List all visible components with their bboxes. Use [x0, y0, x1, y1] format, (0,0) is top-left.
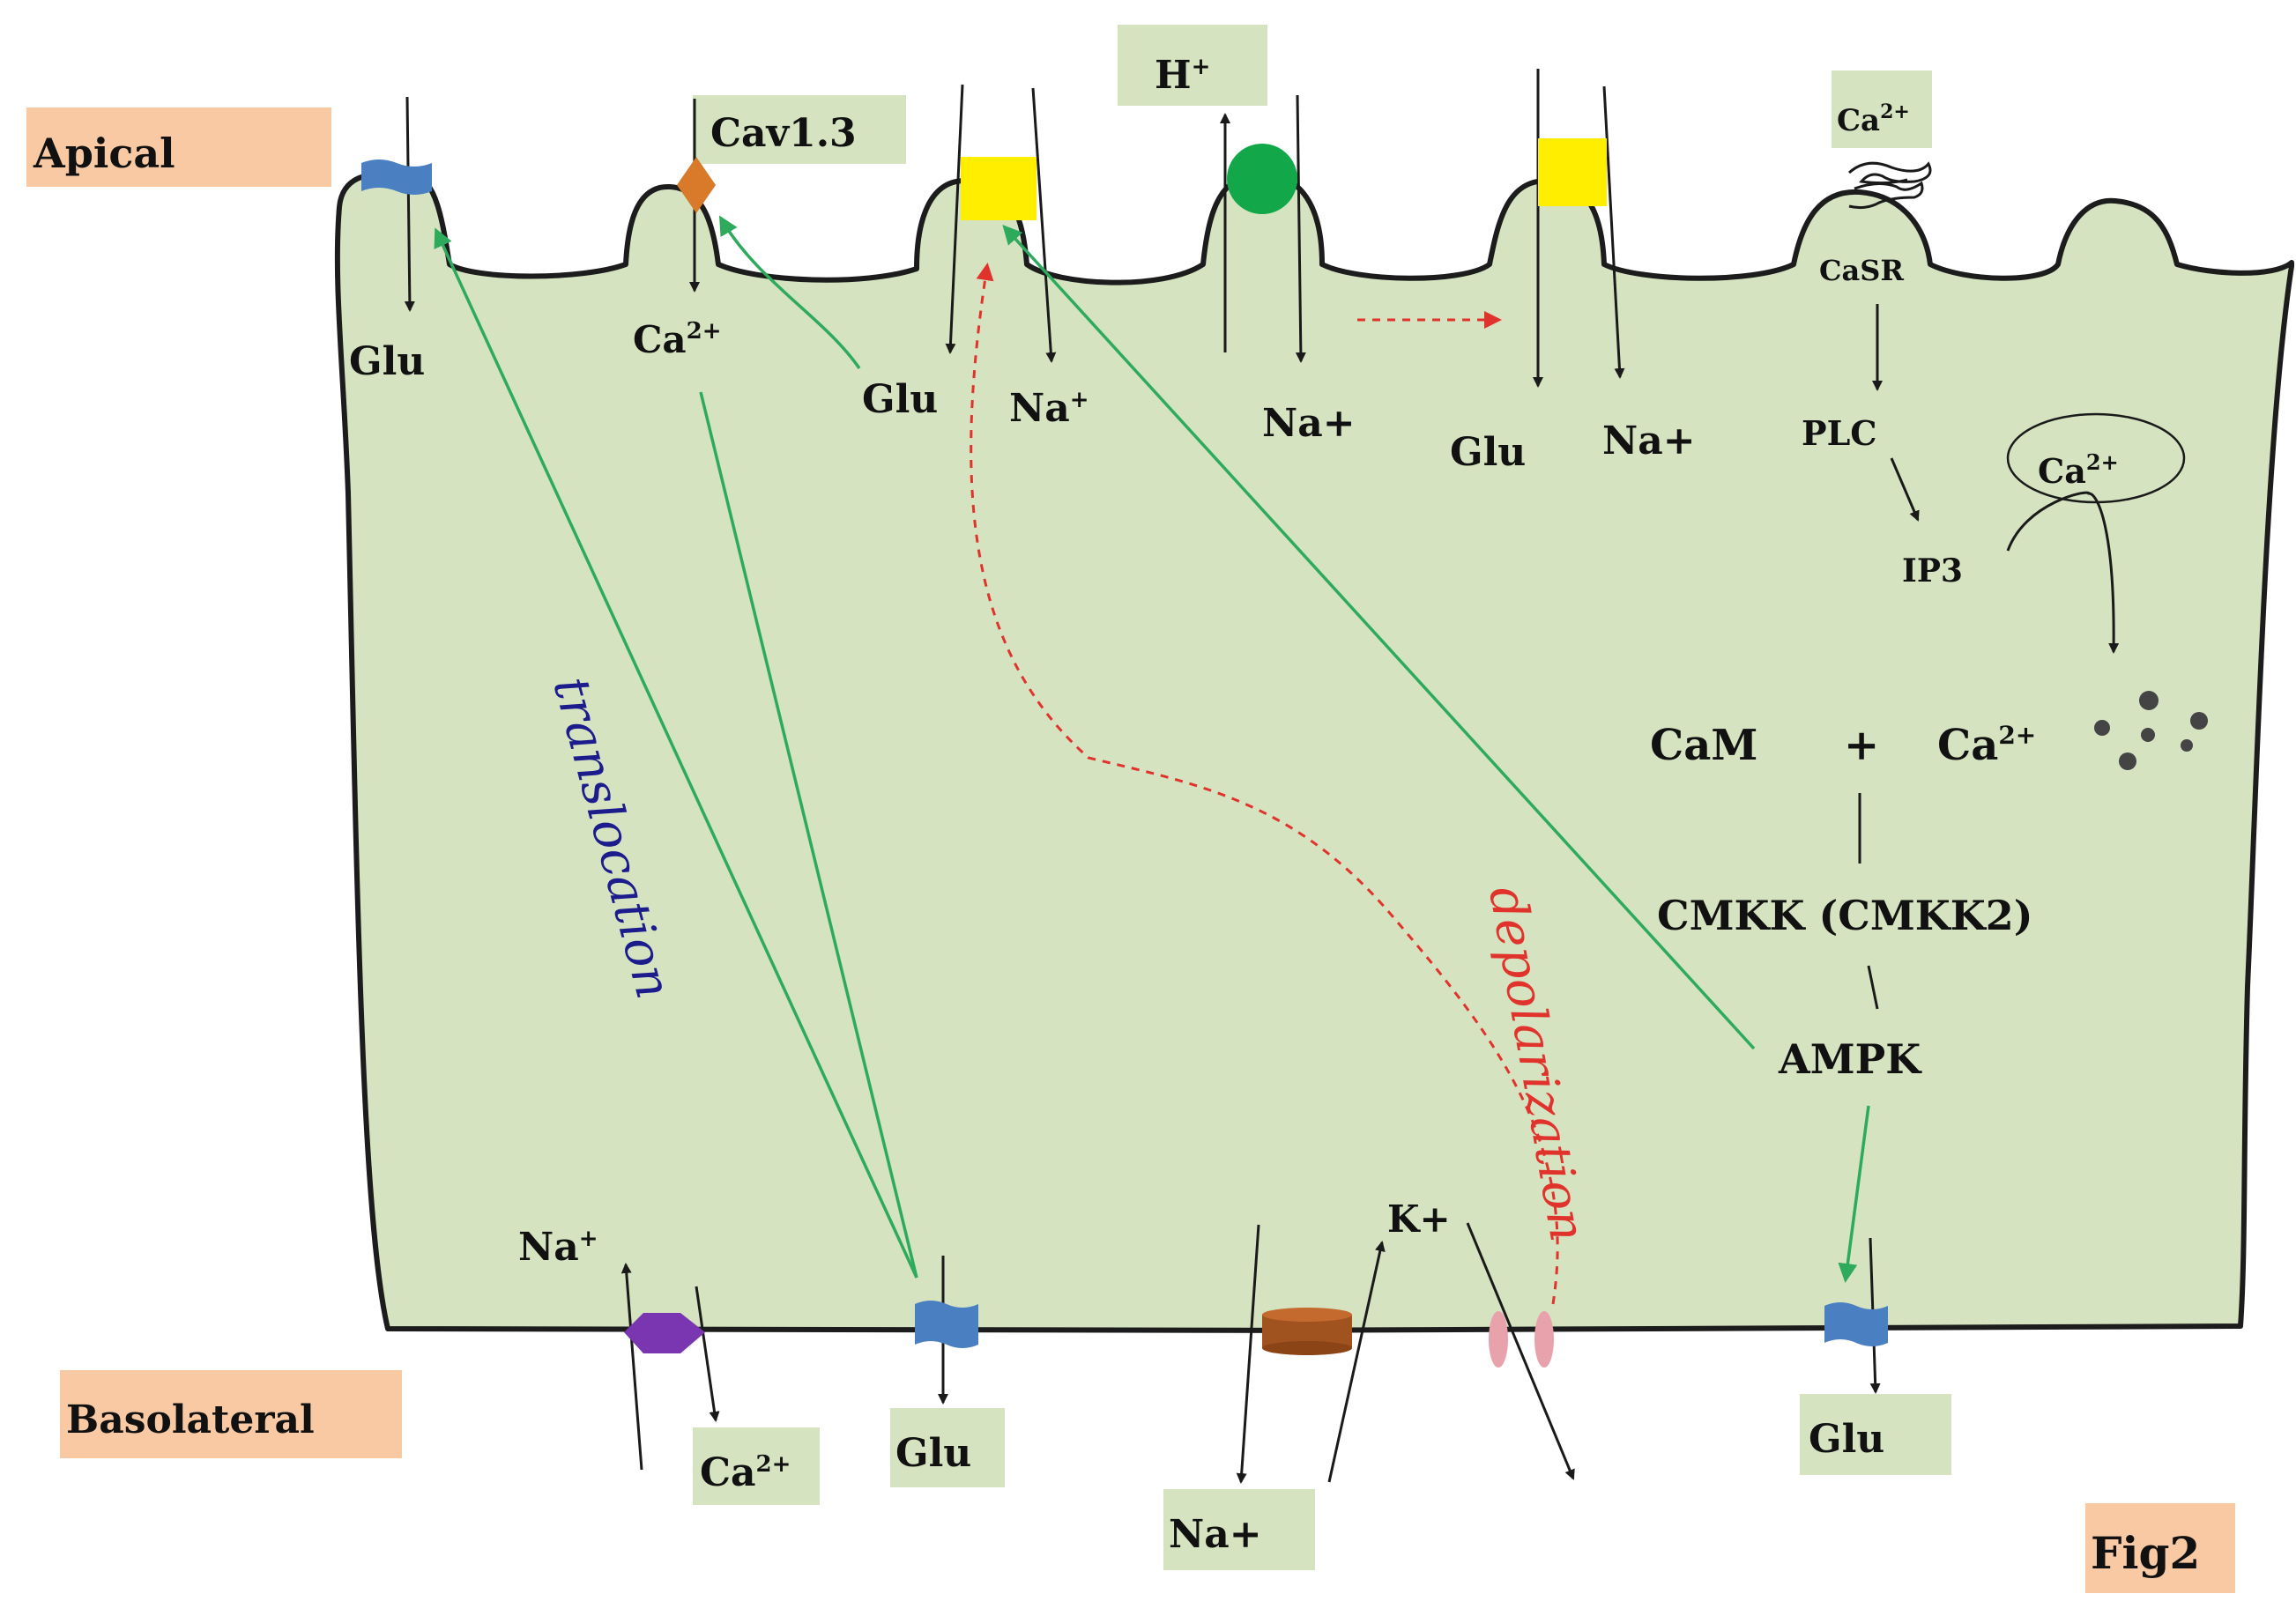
baso-na-up: Na+ — [518, 1225, 598, 1270]
plus-sign: + — [1844, 721, 1879, 770]
basolateral-tag: Basolateral — [60, 1370, 402, 1458]
baso-glu-out-1: Glu — [895, 1431, 971, 1476]
cmkk-label: CMKK (CMKK2) — [1657, 892, 2033, 939]
cell-body — [334, 171, 2294, 1333]
store-ca-label: Ca2+ — [2038, 449, 2119, 491]
apical-ca-in: Ca2+ — [633, 318, 722, 361]
depolarization-arrows — [970, 263, 1559, 1305]
basolateral-glutamate-transporter-2: Glu — [1800, 1237, 1951, 1475]
basolateral-ncx-exchanger: Na+ Ca2+ — [518, 1225, 820, 1505]
apical-eaat-1: Glu Na+ — [862, 84, 1089, 431]
apical-eaat-2: Glu Na+ — [1450, 69, 1696, 475]
er-calcium-store — [2006, 412, 2186, 504]
apical-na-2: Na+ — [1262, 401, 1356, 446]
figure-tag: Fig2 — [2085, 1503, 2235, 1593]
apical-na-1: Na+ — [1009, 386, 1089, 431]
cyto-ca-label: Ca2+ — [1937, 721, 2036, 770]
cav13-label: Cav1.3 — [710, 111, 857, 156]
casr-label: CaSR — [1819, 254, 1904, 287]
casr-receptor: Ca2+ CaSR — [1819, 70, 1932, 287]
baso-k: K+ — [1387, 1197, 1451, 1241]
ampk-label: AMPK — [1778, 1035, 1922, 1083]
apical-nhe-exchanger: H+ Na+ — [1118, 25, 1356, 446]
basolateral-label: Basolateral — [66, 1397, 315, 1442]
calcium-dots — [2094, 691, 2208, 770]
baso-ca-out: Ca2+ — [700, 1450, 791, 1495]
basolateral-glutamate-transporter-1: Glu — [890, 1256, 1005, 1487]
figure-label: Fig2 — [2091, 1527, 2200, 1579]
apical-glu-2: Glu — [862, 377, 938, 422]
casr-pathway: PLC IP3 Ca2+ CaM + Ca2+ CMKK (CMKK2) AMP… — [1650, 304, 2208, 1083]
baso-na-out: Na+ — [1169, 1512, 1262, 1557]
plc-label: PLC — [1802, 413, 1877, 453]
apical-tag: Apical — [26, 107, 331, 187]
basolateral-k-channel: K+ — [1387, 1197, 1575, 1480]
apical-glu-3: Glu — [1450, 430, 1526, 475]
baso-glu-out-2: Glu — [1809, 1417, 1884, 1462]
basolateral-na-k-pump: Na+ — [1163, 1224, 1386, 1570]
apical-ca-ext: Ca2+ — [1837, 100, 1910, 138]
ip3-label: IP3 — [1902, 552, 1963, 589]
cam-label: CaM — [1650, 721, 1757, 770]
cav13-channel: Cav1.3 Ca2+ — [633, 95, 906, 361]
apical-h: H+ — [1155, 53, 1210, 98]
translocation-arrows — [434, 215, 1870, 1283]
apical-glu-1: Glu — [349, 339, 425, 384]
apical-na-3: Na+ — [1602, 419, 1696, 463]
apical-label: Apical — [33, 130, 175, 177]
apical-glutamate-transporter: Glu — [349, 96, 432, 384]
